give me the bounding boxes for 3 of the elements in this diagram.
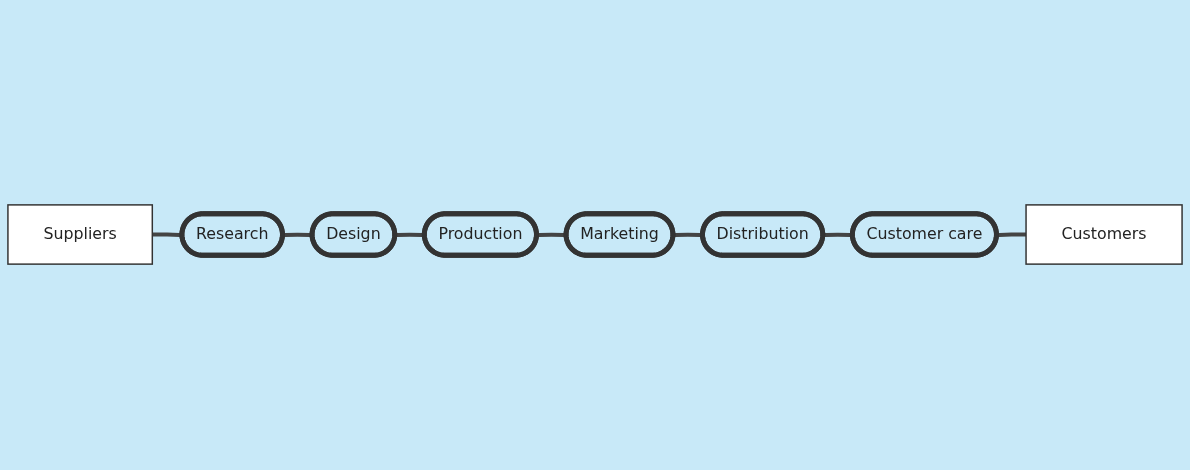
node-box: Customers: [1025, 204, 1183, 266]
node-box: Suppliers: [7, 204, 154, 266]
connector: [152, 233, 183, 238]
